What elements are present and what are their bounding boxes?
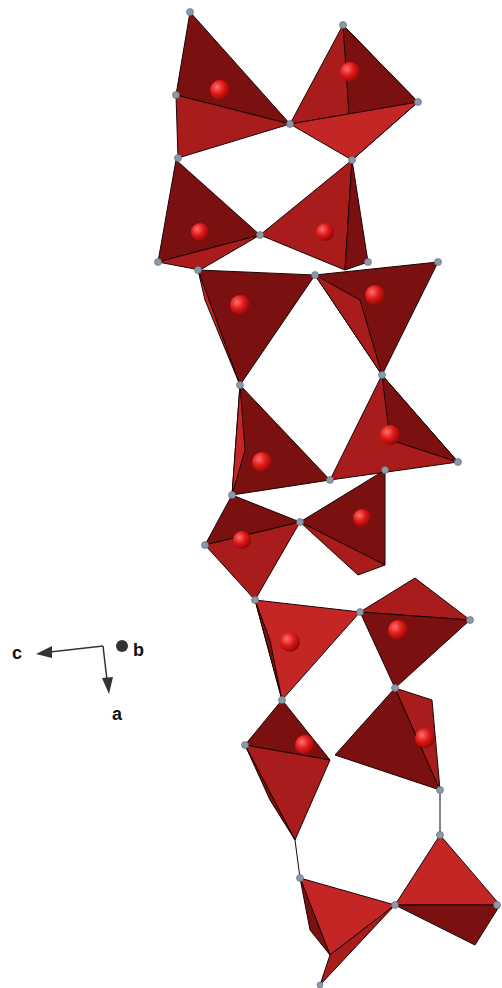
tetrahedra	[158, 12, 500, 985]
axis-label: c	[12, 644, 22, 662]
axis-label: b	[133, 641, 144, 659]
bridge-edges	[295, 790, 440, 878]
oxygen-atoms	[155, 9, 501, 988]
axis-triad	[36, 640, 128, 694]
axis-label: a	[112, 705, 122, 723]
